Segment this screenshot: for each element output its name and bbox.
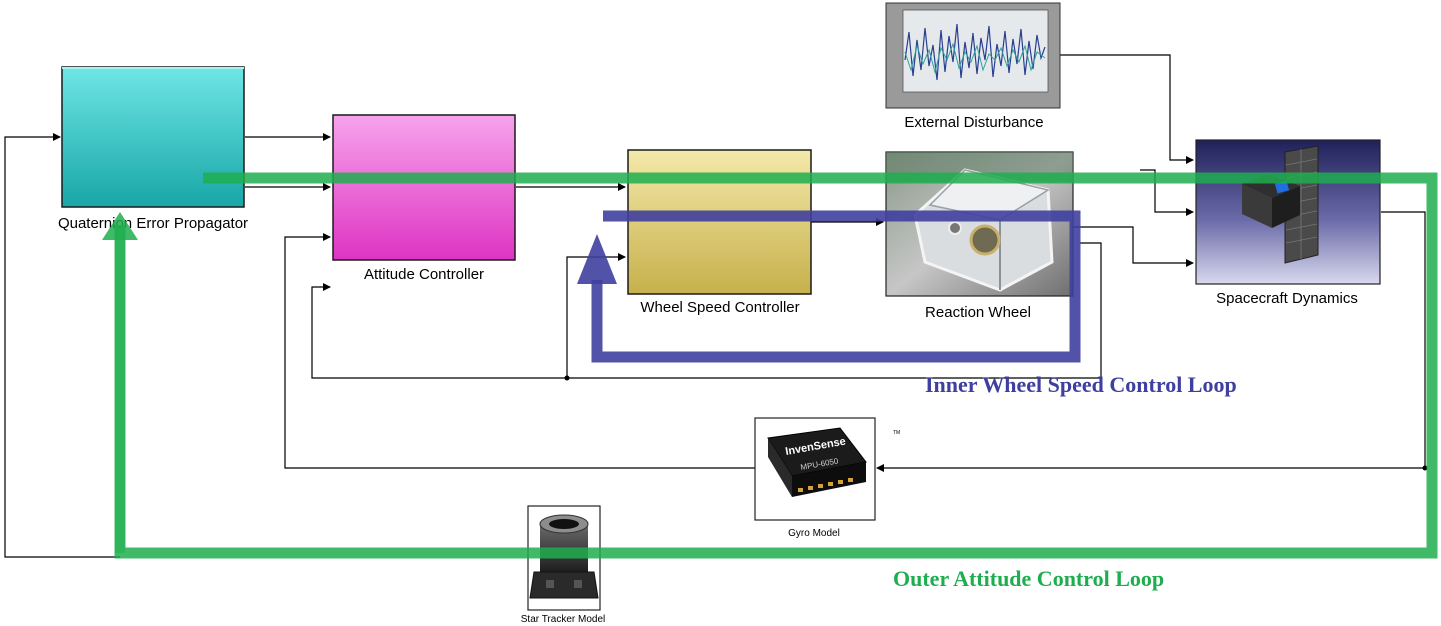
quaternion-block-label: Quaternion Error Propagator	[58, 215, 248, 232]
gyro-tm-mark: TM	[893, 430, 900, 436]
external-disturbance-block[interactable]	[885, 2, 1061, 109]
disturbance-signal-trace	[904, 23, 1046, 81]
reaction-wheel-block-label: Reaction Wheel	[925, 304, 1031, 321]
inner-loop-arrowhead	[577, 234, 617, 284]
wheel-speed-block-label: Wheel Speed Controller	[640, 299, 799, 316]
disturbance-block-label: External Disturbance	[904, 114, 1043, 131]
gyro-model-block[interactable]: InvenSense MPU-6050	[754, 417, 876, 521]
outer-loop-arrowhead	[102, 212, 138, 240]
star-tracker-block-label: Star Tracker Model	[521, 614, 605, 625]
wire-inner-feedback	[311, 242, 1102, 379]
inner-wheel-speed-loop-path	[591, 210, 1081, 363]
attitude-block-label: Attitude Controller	[364, 266, 484, 283]
inner-loop-label: Inner Wheel Speed Control Loop	[925, 372, 1237, 397]
attitude-controller-block[interactable]	[332, 114, 516, 261]
wheel-speed-controller-block[interactable]	[627, 149, 812, 295]
gyro-block-label: Gyro Model	[788, 528, 840, 539]
signal-wires	[4, 54, 1428, 558]
spacecraft-dynamics-block[interactable]	[1195, 139, 1381, 285]
wire-rw-to-spacecraft	[1073, 226, 1194, 267]
wire-disturbance-to-spacecraft	[1060, 54, 1194, 164]
quaternion-error-propagator-block[interactable]	[61, 66, 245, 208]
wire-gyro-to-attitude	[284, 233, 755, 469]
wire-spacecraft-out	[1381, 211, 1426, 468]
outer-loop-label: Outer Attitude Control Loop	[893, 566, 1164, 591]
spacecraft-block-label: Spacecraft Dynamics	[1216, 290, 1358, 307]
wire-bus-to-spacecraft	[1140, 169, 1194, 216]
wire-star-to-quaternion	[4, 133, 120, 558]
